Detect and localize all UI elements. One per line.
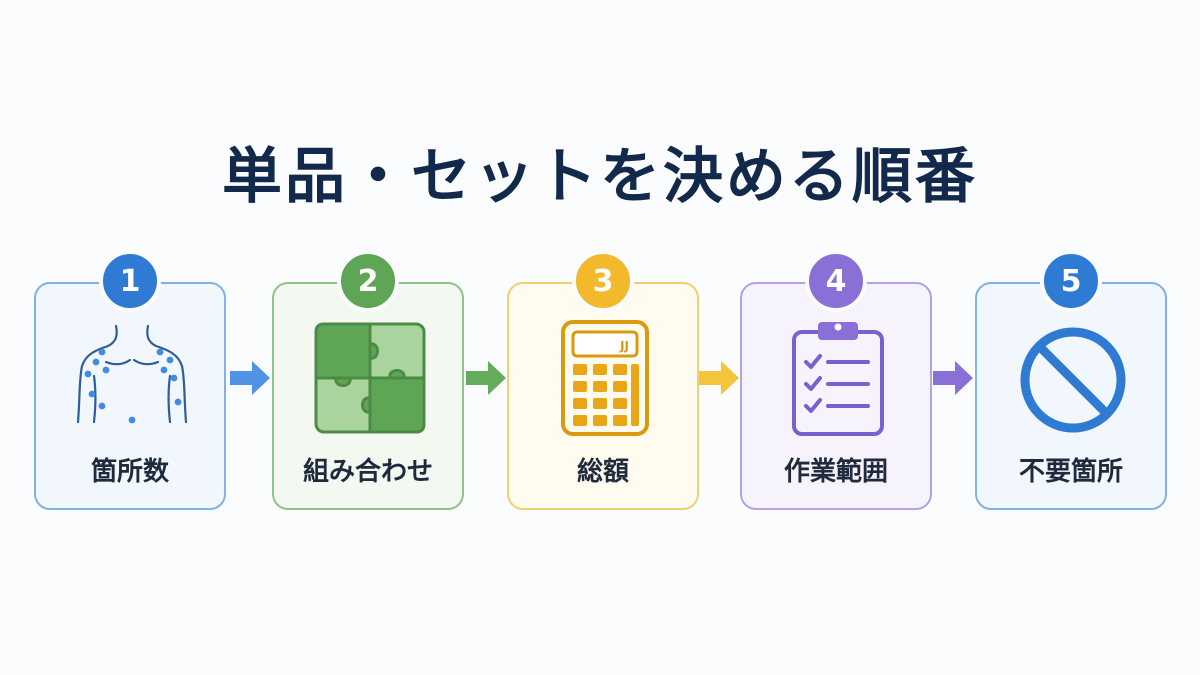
step-label: 不要箇所 — [1018, 457, 1123, 487]
step-number-badge: 2 — [337, 250, 399, 312]
step-label: 作業範囲 — [783, 457, 888, 487]
step-4-card: 4 作業範囲 — [740, 250, 932, 510]
arrow-right-icon — [933, 361, 973, 395]
step-number-badge: 1 — [99, 250, 161, 312]
step-label: 箇所数 — [90, 457, 169, 487]
puzzle-icon — [314, 322, 426, 434]
step-1-card: 1 箇所数 — [34, 250, 226, 510]
body-points-icon — [76, 324, 188, 424]
step-number-badge: 5 — [1040, 250, 1102, 312]
step-label: 総額 — [576, 457, 629, 487]
arrow-right-icon — [230, 361, 270, 395]
arrow-right-icon — [699, 361, 739, 395]
step-2-card: 2 組み合わせ — [272, 250, 464, 510]
calculator-display: JJ — [619, 339, 629, 353]
prohibited-icon — [1020, 327, 1126, 433]
clipboard-checklist-icon — [792, 322, 884, 436]
step-3-card: 3 JJ 総額 — [507, 250, 699, 510]
arrow-right-icon — [466, 361, 506, 395]
step-number-badge: 3 — [572, 250, 634, 312]
step-label: 組み合わせ — [302, 457, 433, 487]
step-number-badge: 4 — [805, 250, 867, 312]
step-5-card: 5 不要箇所 — [975, 250, 1167, 510]
calculator-icon: JJ — [561, 320, 649, 436]
page-title: 単品・セットを決める順番 — [222, 142, 978, 212]
